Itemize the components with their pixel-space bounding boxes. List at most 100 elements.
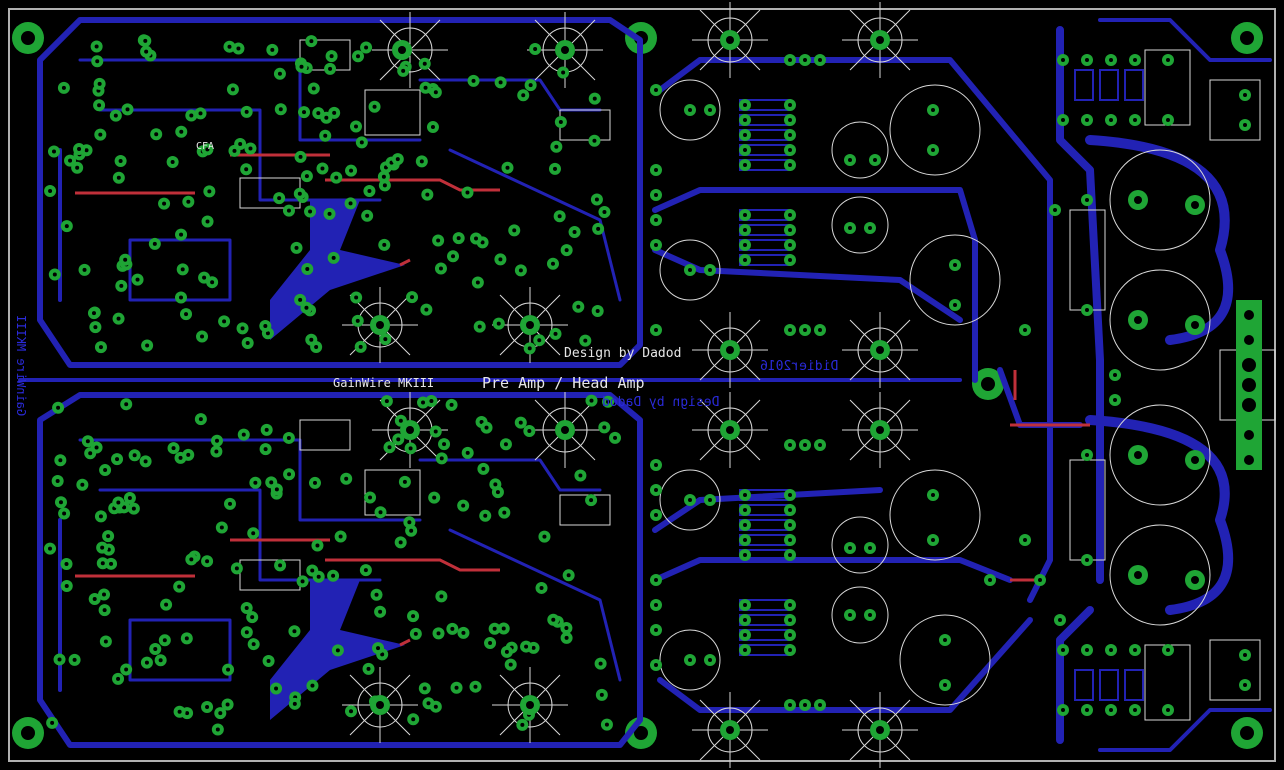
pad bbox=[650, 164, 662, 176]
pad bbox=[57, 81, 70, 94]
pad bbox=[784, 129, 796, 141]
pad bbox=[99, 464, 112, 477]
pad bbox=[457, 626, 470, 639]
pad bbox=[554, 115, 567, 128]
pad bbox=[293, 187, 306, 200]
pad bbox=[327, 569, 340, 582]
pad bbox=[547, 613, 560, 626]
pad bbox=[480, 421, 493, 434]
pad bbox=[48, 268, 61, 281]
pad bbox=[201, 555, 214, 568]
pad bbox=[471, 276, 484, 289]
pad bbox=[180, 632, 193, 645]
pad bbox=[246, 611, 259, 624]
pad bbox=[609, 431, 622, 444]
pad bbox=[446, 622, 459, 635]
pad bbox=[203, 185, 216, 198]
pad bbox=[76, 478, 89, 491]
pad bbox=[240, 105, 253, 118]
pad bbox=[435, 590, 448, 603]
pad bbox=[514, 264, 527, 277]
pad bbox=[739, 114, 751, 126]
pad bbox=[73, 143, 86, 156]
pad bbox=[240, 626, 253, 639]
pad bbox=[799, 439, 811, 451]
pad bbox=[517, 89, 530, 102]
pad bbox=[237, 428, 250, 441]
pad bbox=[96, 557, 109, 570]
pad bbox=[784, 439, 796, 451]
pad bbox=[247, 527, 260, 540]
pad bbox=[1239, 119, 1251, 131]
pad bbox=[684, 494, 696, 506]
pad bbox=[784, 549, 796, 561]
pad bbox=[194, 413, 207, 426]
large-pad bbox=[870, 340, 890, 360]
pad bbox=[864, 222, 876, 234]
pad bbox=[1239, 649, 1251, 661]
pad bbox=[232, 42, 245, 55]
pad bbox=[407, 610, 420, 623]
pad bbox=[141, 339, 154, 352]
pad bbox=[739, 254, 751, 266]
pad bbox=[60, 220, 73, 233]
pad bbox=[89, 321, 102, 334]
pad bbox=[739, 129, 751, 141]
pad bbox=[704, 494, 716, 506]
large-pad bbox=[1185, 195, 1205, 215]
pad bbox=[361, 209, 374, 222]
pad bbox=[354, 340, 367, 353]
pad bbox=[210, 434, 223, 447]
pad bbox=[115, 279, 128, 292]
large-pad bbox=[370, 695, 390, 715]
pad bbox=[650, 484, 662, 496]
pad bbox=[340, 472, 353, 485]
pad bbox=[428, 491, 441, 504]
pad bbox=[533, 334, 546, 347]
pad bbox=[1057, 54, 1069, 66]
pad bbox=[939, 679, 951, 691]
pad bbox=[1105, 704, 1117, 716]
pad bbox=[175, 228, 188, 241]
pad bbox=[949, 299, 961, 311]
pad bbox=[562, 569, 575, 582]
product-title-text: Pre Amp / Head Amp bbox=[482, 374, 645, 392]
pad bbox=[429, 86, 442, 99]
pad bbox=[494, 76, 507, 89]
pad bbox=[739, 504, 751, 516]
pad bbox=[1129, 54, 1141, 66]
pad bbox=[844, 154, 856, 166]
pad bbox=[91, 55, 104, 68]
pad bbox=[173, 580, 186, 593]
pad bbox=[704, 264, 716, 276]
pad bbox=[927, 489, 939, 501]
pad bbox=[739, 209, 751, 221]
pad bbox=[380, 395, 393, 408]
pad bbox=[94, 341, 107, 354]
pad bbox=[447, 250, 460, 263]
pad bbox=[310, 341, 323, 354]
pad bbox=[457, 499, 470, 512]
pad bbox=[508, 224, 521, 237]
pad bbox=[461, 446, 474, 459]
pad bbox=[546, 257, 559, 270]
large-pad bbox=[870, 720, 890, 740]
pad bbox=[784, 699, 796, 711]
pad bbox=[418, 682, 431, 695]
pad bbox=[51, 474, 64, 487]
pad bbox=[300, 301, 313, 314]
pad bbox=[305, 35, 318, 48]
pad bbox=[201, 215, 214, 228]
pad bbox=[469, 680, 482, 693]
pad bbox=[180, 308, 193, 321]
pad bbox=[112, 171, 125, 184]
pad bbox=[939, 634, 951, 646]
pad bbox=[158, 634, 171, 647]
pad bbox=[352, 50, 365, 63]
pad bbox=[312, 570, 325, 583]
large-pad bbox=[1128, 445, 1148, 465]
pad bbox=[844, 609, 856, 621]
pad bbox=[84, 447, 97, 460]
pad bbox=[579, 334, 592, 347]
